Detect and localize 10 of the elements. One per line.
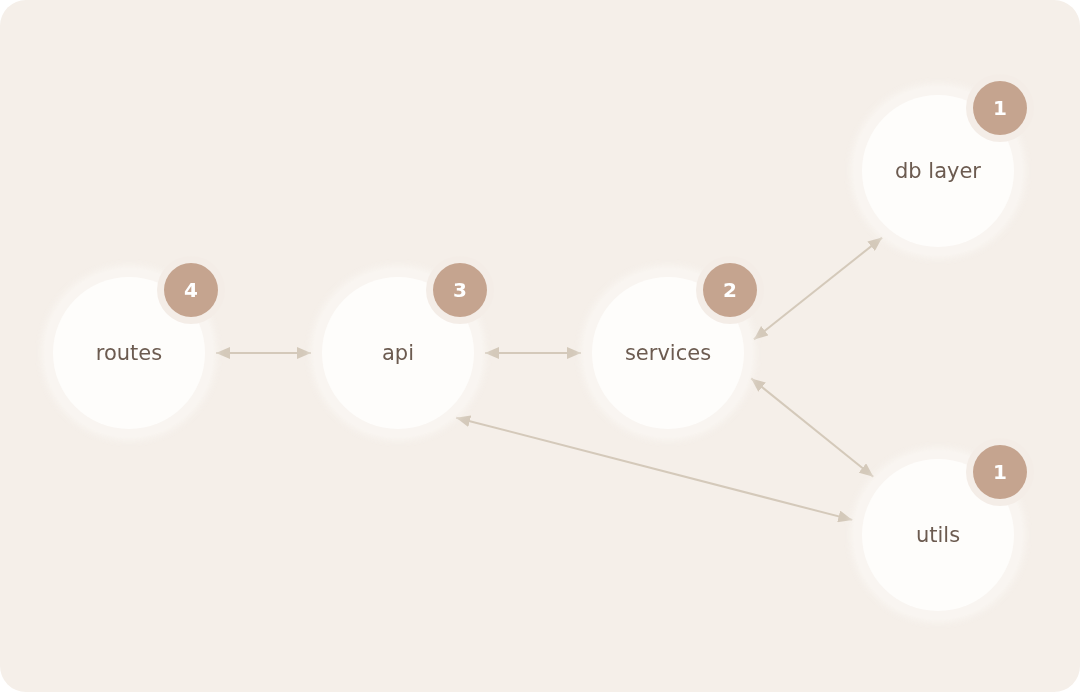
double-arrow — [484, 347, 582, 359]
module-label: routes — [95, 341, 163, 365]
double-arrow — [750, 377, 875, 478]
module-label: db layer — [895, 159, 981, 183]
module-label: services — [624, 341, 712, 365]
double-arrow — [215, 347, 312, 359]
module-label: utils — [915, 523, 961, 547]
module-label: api — [381, 341, 414, 365]
double-arrow — [455, 415, 854, 523]
double-arrow — [752, 236, 884, 341]
